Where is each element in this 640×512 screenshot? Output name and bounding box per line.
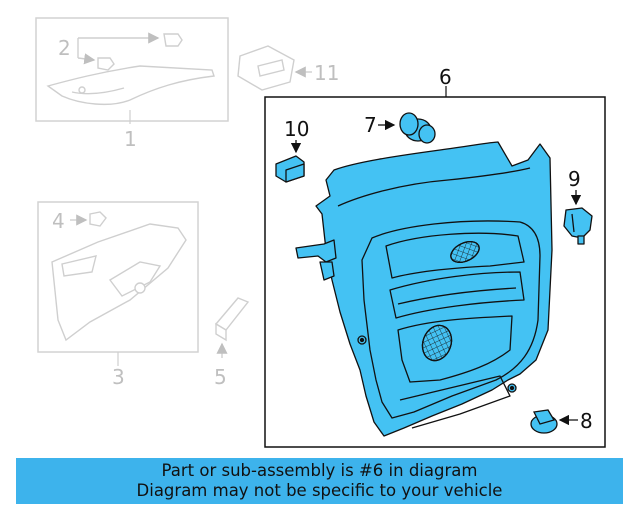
callout-1: 1	[124, 127, 137, 151]
callout-4: 4	[52, 209, 65, 233]
group-1-box	[35, 17, 229, 122]
banner-line-disclaimer: Diagram may not be specific to your vehi…	[136, 481, 503, 500]
part-8-push-pin[interactable]	[530, 409, 578, 434]
callout-7: 7	[364, 113, 377, 137]
parts-diagram: 2 1 11 4 3 5 6	[35, 17, 606, 448]
part-1-trim-panel	[46, 65, 215, 105]
callout-3: 3	[112, 365, 125, 389]
callout-2: 2	[58, 36, 71, 60]
part-7-grommet[interactable]	[378, 112, 436, 144]
part-11-bracket	[237, 45, 312, 91]
callout-8: 8	[580, 409, 593, 433]
part-4-clip	[70, 211, 107, 227]
callout-5: 5	[214, 365, 227, 389]
part-5-cover	[214, 297, 250, 358]
callout-10: 10	[284, 117, 309, 141]
group-6-box	[264, 96, 606, 448]
callout-11: 11	[314, 61, 339, 85]
banner-line-part: Part or sub-assembly is #6 in diagram	[161, 461, 478, 480]
part-3-lower-trim	[51, 223, 187, 342]
info-banner: Part or sub-assembly is #6 in diagram Di…	[16, 458, 623, 504]
part-2-clips	[77, 32, 183, 71]
part-6-quarter-trim-panel[interactable]	[295, 141, 553, 437]
part-9-bracket[interactable]	[563, 190, 593, 245]
part-10-clip[interactable]	[275, 140, 305, 183]
callout-9: 9	[568, 167, 581, 191]
callout-6: 6	[439, 65, 452, 89]
